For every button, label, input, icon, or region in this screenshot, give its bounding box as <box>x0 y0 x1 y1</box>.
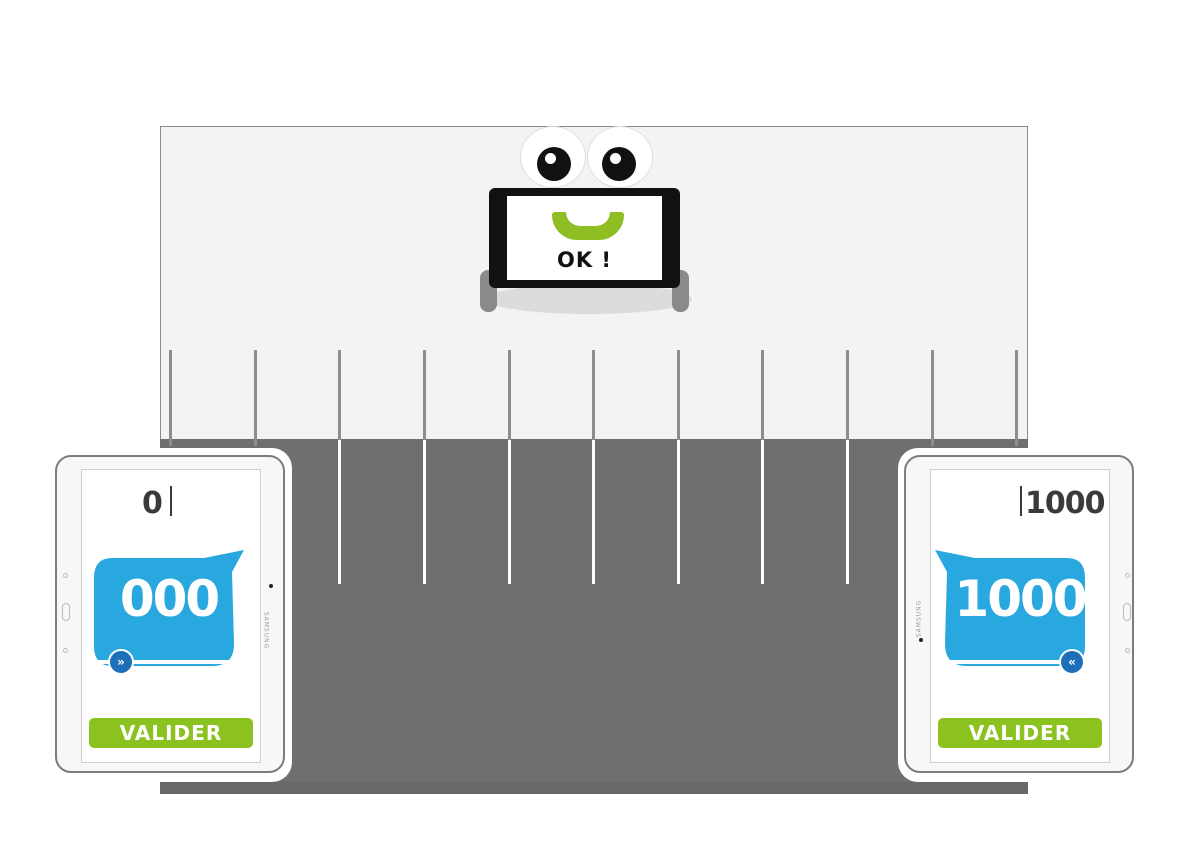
robot-body <box>486 284 692 314</box>
scale-tick <box>677 440 680 584</box>
value-display: 000 <box>119 570 220 628</box>
value-bubble <box>935 550 1085 666</box>
tablet-brand: SAMSUNG <box>262 611 270 650</box>
scale-tick <box>169 350 172 446</box>
value-slider-track[interactable] <box>96 660 246 664</box>
scale-tick <box>423 440 426 584</box>
fast-forward-icon[interactable]: » <box>108 649 134 675</box>
robot-eye-right <box>587 126 653 188</box>
scale-tick <box>1015 350 1018 446</box>
robot-eye-left <box>520 126 586 188</box>
scale-tick <box>592 440 595 584</box>
scale-tick <box>254 350 257 446</box>
robot-status-text: OK ! <box>556 248 612 272</box>
scale-tick <box>508 440 511 584</box>
scale-tick <box>508 350 511 440</box>
tablet-sensor <box>1125 648 1130 653</box>
range-max-marker <box>1020 486 1022 516</box>
robot-mouth-inner <box>566 212 610 226</box>
robot-pupil-right <box>602 147 636 181</box>
value-display: 1000 <box>954 570 1087 628</box>
rewind-icon[interactable]: « <box>1059 649 1085 675</box>
scale-tick <box>846 350 849 440</box>
scale-tick <box>423 350 426 440</box>
tablet-front-camera <box>919 638 923 642</box>
tablet-home-button <box>62 603 70 621</box>
robot-pupil-left <box>537 147 571 181</box>
scale-tick <box>338 440 341 584</box>
scale-tick <box>338 350 341 440</box>
value-bubble <box>94 550 244 666</box>
range-min-marker <box>170 486 172 516</box>
right-tablet: SAMSUNG 1000 1000 « VALIDER <box>904 455 1134 773</box>
tablet-home-button <box>1123 603 1131 621</box>
tablet-front-camera <box>269 584 273 588</box>
range-min-label: 0 <box>142 486 163 521</box>
robot-eye-glint <box>545 153 556 164</box>
scale-tick <box>931 350 934 446</box>
validate-button[interactable]: VALIDER <box>89 718 253 748</box>
scale-tick <box>761 350 764 440</box>
scale-tick <box>761 440 764 584</box>
robot-eye-glint <box>610 153 621 164</box>
scale-tick <box>846 440 849 584</box>
right-tablet-screen: 1000 1000 « VALIDER <box>930 469 1110 763</box>
scale-tick <box>592 350 595 440</box>
tablet-camera <box>1125 573 1130 578</box>
left-tablet: SAMSUNG 0 000 » VALIDER <box>55 455 285 773</box>
value-slider-track[interactable] <box>943 660 1095 664</box>
range-max-label: 1000 <box>1025 486 1105 521</box>
validate-button[interactable]: VALIDER <box>938 718 1102 748</box>
left-tablet-screen: 0 000 » VALIDER <box>81 469 261 763</box>
tablet-brand: SAMSUNG <box>915 599 923 638</box>
board-edge <box>160 782 1028 794</box>
tablet-sensor <box>63 648 68 653</box>
scale-tick <box>677 350 680 440</box>
tablet-camera <box>63 573 68 578</box>
